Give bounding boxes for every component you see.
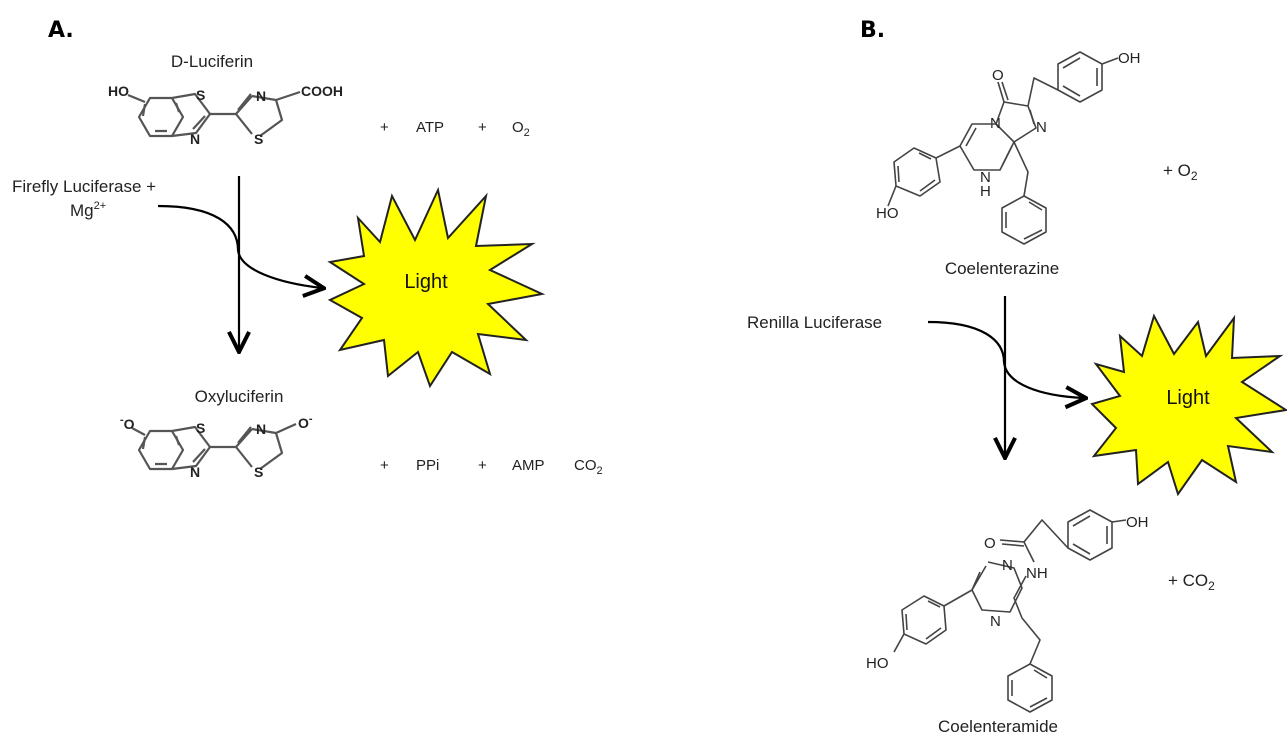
atom-n1: N (190, 131, 200, 147)
d-luciferin-name: D-Luciferin (171, 52, 253, 71)
atp: ATP (416, 119, 444, 136)
ppi: PPi (416, 457, 439, 474)
plus-4: + (478, 457, 487, 474)
atom-ho-left-b: HO (866, 655, 889, 672)
atom-o-amide: O (984, 535, 996, 552)
atom-o-minus-2: O- (298, 413, 313, 431)
light-label-b: Light (1166, 387, 1210, 409)
firefly-enzyme-label: Firefly Luciferase + (12, 177, 156, 196)
atom-cooh: COOH (301, 83, 343, 99)
atom-n-pyrazine-2: N (990, 613, 1001, 630)
atom-n-pyrazine-1: N (1002, 557, 1013, 574)
atom-o-carbonyl: O (992, 67, 1004, 84)
atom-s2: S (254, 131, 263, 147)
atom-n3: N (190, 464, 200, 480)
atom-n-h-n: N (980, 169, 991, 186)
plus-1: + (380, 119, 389, 136)
mg-label: Mg2+ (70, 200, 106, 220)
oxyluciferin-name: Oxyluciferin (195, 387, 284, 406)
starburst-b-shape (1090, 313, 1287, 497)
atom-s4: S (254, 464, 263, 480)
atom-s1: S (196, 87, 205, 103)
panel-a-label: A. (48, 18, 74, 43)
amp: AMP (512, 457, 545, 474)
coelenterazine-name: Coelenterazine (945, 259, 1059, 278)
atom-nh: NH (1026, 565, 1048, 582)
atom-ho-left: HO (876, 205, 899, 222)
carbon-dioxide-a: CO2 (574, 457, 603, 477)
atom-o-minus-1: -O (120, 414, 135, 432)
panel-b-label: B. (860, 18, 885, 43)
atom-n2: N (256, 88, 266, 104)
plus-3: + (380, 457, 389, 474)
light-branch-arrow-a (157, 204, 322, 288)
light-branch-arrow-b (927, 320, 1084, 398)
renilla-enzyme-label: Renilla Luciferase (747, 313, 882, 332)
light-label-a: Light (404, 271, 448, 293)
d-luciferin-structure: D-Luciferin HO S N N S COOH (108, 52, 343, 147)
plus-2: + (478, 119, 487, 136)
starburst-a-shape (327, 186, 546, 389)
oxyluciferin-structure: Oxyluciferin -O S N N S O- (120, 387, 313, 480)
atom-n-h-h: H (980, 183, 991, 200)
d-luciferin-coreactants: + ATP + O2 (380, 119, 530, 139)
coelenterazine-structure: OH O N N N H HO Coelenterazine (876, 50, 1141, 278)
atom-n4: N (256, 421, 266, 437)
light-burst-a: Light (327, 186, 546, 389)
atom-n-imidazole: N (1036, 119, 1047, 136)
atom-oh-top-b: OH (1126, 514, 1149, 531)
atom-s3: S (196, 420, 205, 436)
coelenteramide-structure: OH O NH N N HO Coelenteramide (866, 509, 1149, 736)
atom-oh-top: OH (1118, 50, 1141, 67)
coelenterazine-oxygen: + O2 (1163, 161, 1198, 183)
oxyluciferin-coproducts: + PPi + AMP CO2 (380, 457, 603, 477)
coelenteramide-carbon-dioxide: + CO2 (1168, 571, 1215, 593)
atom-ho: HO (108, 83, 129, 99)
coelenteramide-name: Coelenteramide (938, 717, 1058, 736)
light-burst-b: Light (1090, 313, 1287, 497)
oxygen: O2 (512, 119, 530, 139)
